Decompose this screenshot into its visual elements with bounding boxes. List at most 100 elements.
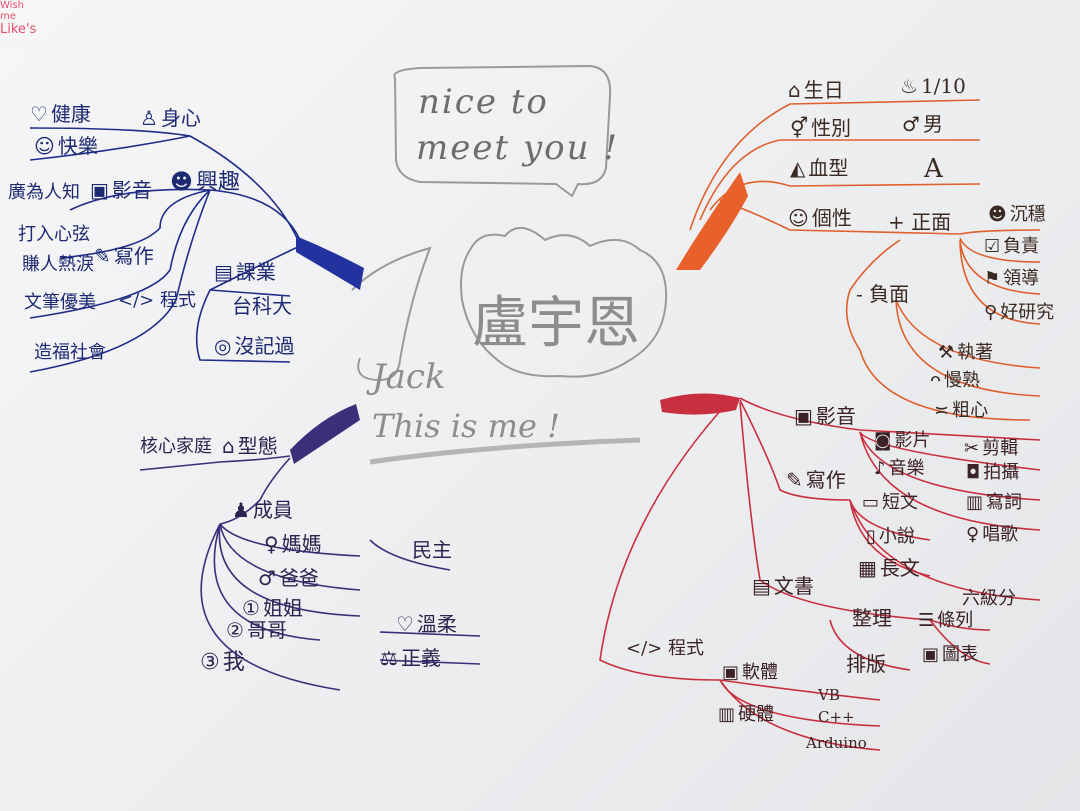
cake-icon: ⌂ [788,78,801,102]
center-name-en: Jack [372,357,446,397]
smile-icon: ☺ [34,134,55,158]
likes-docs: ▤文書 [752,574,814,598]
likes-music: ♪音樂 [874,458,925,479]
list-icon: ☰ [918,610,935,631]
likes-music-item-1: ▥寫詞 [966,492,1023,513]
bubble-text-2: meet you ! [416,128,619,168]
family-gentle: ♡溫柔 [396,612,457,636]
me-gender-value: ♂男 [902,112,943,136]
family-dad: ♂爸爸 [258,566,319,590]
wish-school: 台科大 [232,294,292,318]
me-negative: - 負面 [856,282,910,306]
center-subtitle: This is me ! [372,407,560,445]
notebook-icon: ▥ [966,492,984,513]
wish-writing: ✎寫作 [94,244,154,268]
me-personality: ☺個性 [788,206,852,230]
media-icon: ▣ [794,404,813,428]
me-negative-item-1: ⚒執著 [938,342,994,363]
book-icon: ▤ [214,260,233,284]
camera-icon: ◘ [966,462,981,483]
wish-writing-item: 文筆優美 [24,292,96,313]
likes-music-item-2: ♀唱歌 [966,524,1019,545]
me-positive-item-4: ⚲好研究 [984,302,1055,323]
me-negative-item-3: ≍粗心 [934,400,989,421]
me-tag: me [0,11,16,22]
eyes-icon: ≍ [934,400,950,421]
wish-media-item-2: 打入心弦 [18,224,90,245]
likes-novel: ▯小說 [866,526,915,547]
note-icon: ♪ [874,458,886,479]
ring-icon: ◎ [214,334,232,358]
family-lines [139,455,481,691]
person-icon: ♂ [258,566,276,590]
cake-icon: ♨ [900,74,918,98]
likes-long: ▦長文 [858,556,920,580]
gender-icon: ⚥ [790,116,809,140]
likes-video: ◙影片 [874,430,931,451]
likes-grade: 六級分 [962,588,1016,609]
likes-bullet: ☰條列 [918,610,974,631]
male-icon: ♂ [902,112,920,136]
grid-icon: ▦ [858,556,877,580]
likes-video-item-2: ◘拍攝 [966,462,1020,483]
pen-icon: ✎ [94,244,111,268]
scale-icon: ⚖ [380,646,398,670]
paper-icon: ▭ [862,492,880,513]
family-flag [290,404,360,464]
me-positive-item-1: ☻沉穩 [988,204,1046,225]
me-gender: ⚥性別 [790,116,852,140]
wish-program-item: 造福社會 [34,342,106,363]
me-birthday-value: ♨1/10 [900,74,966,98]
likes-chart: ▣圖表 [922,644,979,665]
face-icon: ☻ [988,204,1007,225]
heart-icon: ♡ [30,102,48,126]
shy-face-icon: ᴖ [930,370,942,391]
likes-short: ▭短文 [862,492,919,513]
likes-software: ▣軟體 [722,662,779,683]
likes-media: ▣影音 [794,404,856,428]
wish-happy: ☺快樂 [34,134,98,158]
likes-video-item-1: ✂剪輯 [964,438,1019,459]
lens-icon: ⚲ [984,302,998,323]
flag-icon: ⚑ [984,268,1001,289]
wish-flag [296,236,364,290]
drop-icon: ◭ [790,156,806,180]
me-flag [676,172,748,270]
book-icon: ▯ [866,526,876,547]
mic-icon: ♀ [966,524,980,545]
family-democracy: 民主 [412,538,452,562]
wish-body-mind: ♙身心 [140,106,201,130]
wish-program: </> 程式 [118,290,196,311]
family-tag: Family [0,37,36,50]
wish-forgot: ◎沒記過 [214,334,295,358]
wish-health: ♡健康 [30,102,91,126]
likes-organize: 整理 [852,606,892,630]
house-icon: ⌂ [222,434,235,458]
check-icon: ☑ [984,236,1001,257]
me-blood-value: A [924,154,943,184]
heart-icon: ♡ [396,612,414,636]
likes-layout: 排版 [846,652,886,676]
wish-lines [29,127,301,373]
family-type: ⌂型態 [222,434,278,458]
me-birthday: ⌂生日 [788,78,844,102]
window-icon: ▣ [722,662,740,683]
wish-tag: Wish [0,0,24,11]
chart-icon: ▣ [922,644,940,665]
wish-interest: ☻興趣 [170,170,240,195]
wish-course: ▤課業 [214,260,276,284]
likes-lang-1: VB [818,686,840,704]
family-justice: ⚖正義 [380,646,441,670]
person-icon: ♙ [140,106,158,130]
chip-icon: ▥ [718,704,736,725]
media-icon: ▣ [90,178,109,202]
center-doodle [351,64,668,465]
family-mom: ♀媽媽 [264,532,322,556]
face-icon: ☻ [170,170,193,195]
